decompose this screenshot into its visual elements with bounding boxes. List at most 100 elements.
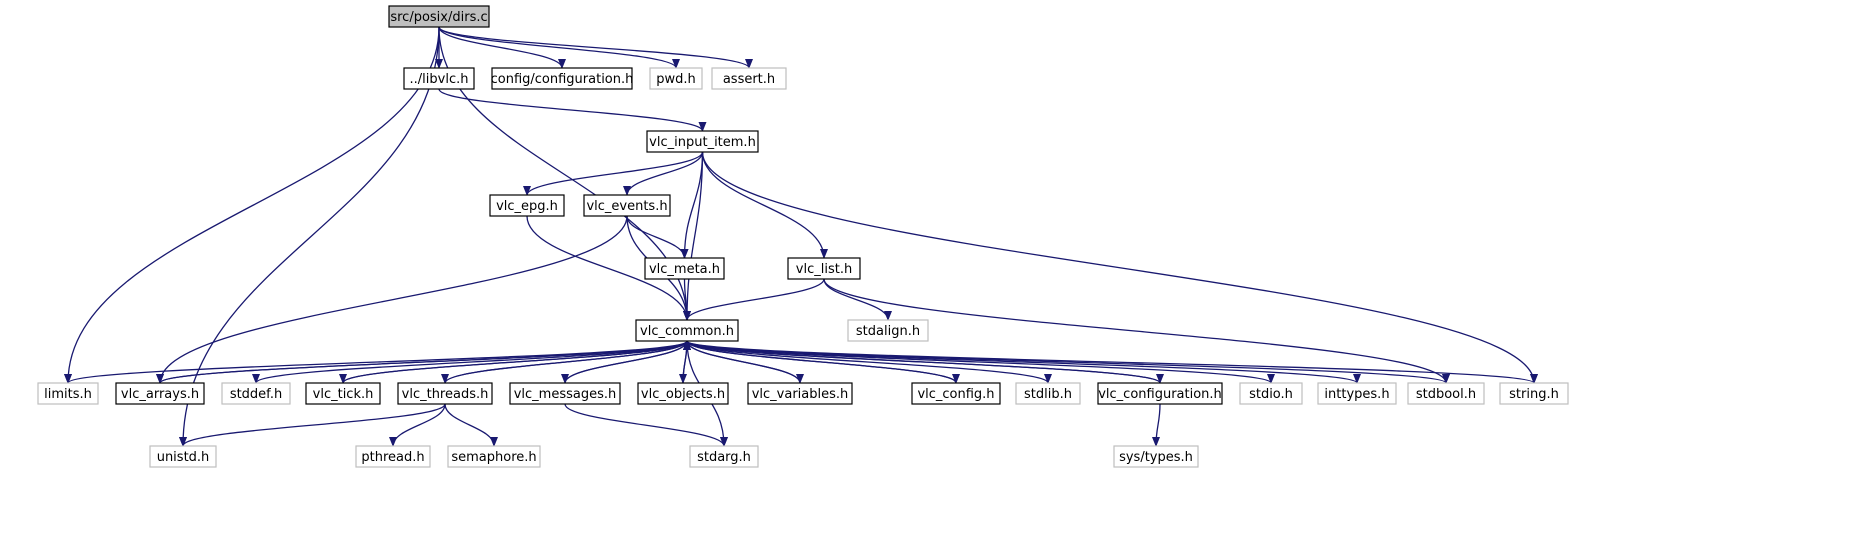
node-box xyxy=(1407,382,1485,405)
edge-vlc_threads_h-to-unistd_h xyxy=(179,403,446,447)
node-label: vlc_config.h xyxy=(917,387,994,402)
node-label: vlc_threads.h xyxy=(402,387,489,402)
edge-vlc_input_item_h-to-vlc_list_h xyxy=(701,151,828,259)
node-box xyxy=(1097,382,1223,405)
edge-vlc_list_h-to-vlc_common_h xyxy=(683,278,825,321)
node-vlc-events-h[interactable]: vlc_events.h xyxy=(583,194,671,217)
node-label: config/configuration.h xyxy=(491,72,634,87)
edge-vlc_configuration_h-to-sys_types_h xyxy=(1152,403,1161,447)
node-stdarg-h: stdarg.h xyxy=(689,445,759,468)
node-vlc-variables-h[interactable]: vlc_variables.h xyxy=(747,382,853,405)
node-label: sys/types.h xyxy=(1119,450,1193,465)
node-stdbool-h: stdbool.h xyxy=(1407,382,1485,405)
edge-vlc_input_item_h-to-vlc_common_h xyxy=(683,151,704,321)
node-semaphore-h: semaphore.h xyxy=(447,445,541,468)
node-box xyxy=(911,382,1001,405)
node-libvlc-h[interactable]: ../libvlc.h xyxy=(403,67,475,90)
node-label: limits.h xyxy=(44,387,92,402)
node-label: unistd.h xyxy=(157,450,210,465)
node-label: vlc_objects.h xyxy=(641,387,725,402)
node-string-h: string.h xyxy=(1499,382,1569,405)
node-label: stdbool.h xyxy=(1416,387,1476,402)
edge-vlc_epg_h-to-vlc_common_h xyxy=(526,215,691,321)
node-pwd-h: pwd.h xyxy=(649,67,703,90)
node-stddef-h: stddef.h xyxy=(221,382,291,405)
node-label: pwd.h xyxy=(656,72,696,87)
edge-vlc_common_h-to-string_h xyxy=(686,340,1538,384)
edge-vlc_threads_h-to-vlc_common_h xyxy=(444,340,691,384)
node-label: semaphore.h xyxy=(451,450,536,465)
edge-vlc_events_h-to-vlc_arrays_h xyxy=(156,215,628,384)
node-label: vlc_tick.h xyxy=(313,387,374,402)
edge-vlc_common_h-to-limits_h xyxy=(64,340,688,384)
edge-vlc_input_item_h-to-string_h xyxy=(701,151,1538,384)
node-dirs-c[interactable]: src/posix/dirs.c xyxy=(388,5,490,28)
node-label: stdarg.h xyxy=(697,450,751,465)
node-vlc-common-h[interactable]: vlc_common.h xyxy=(635,319,739,342)
edge-dirs_c-to-unistd_h xyxy=(179,26,440,447)
node-box xyxy=(1015,382,1081,405)
node-vlc-messages-h[interactable]: vlc_messages.h xyxy=(509,382,621,405)
node-vlc-objects-h[interactable]: vlc_objects.h xyxy=(637,382,729,405)
edge-vlc_common_h-to-stddef_h xyxy=(252,340,688,384)
edge-vlc_tick_h-to-vlc_common_h xyxy=(342,340,691,384)
node-box xyxy=(847,319,929,342)
edge-vlc_input_item_h-to-vlc_events_h xyxy=(623,151,704,196)
node-box xyxy=(1113,445,1199,468)
edge-vlc_threads_h-to-semaphore_h xyxy=(444,403,498,447)
node-box xyxy=(649,67,703,90)
node-label: vlc_events.h xyxy=(586,199,667,214)
node-box xyxy=(635,319,739,342)
node-vlc-list-h[interactable]: vlc_list.h xyxy=(787,257,861,280)
edge-vlc_objects_h-to-vlc_common_h xyxy=(682,340,691,384)
edge-dirs_c-to-assert_h xyxy=(438,26,753,69)
node-limits-h: limits.h xyxy=(37,382,99,405)
node-label: ../libvlc.h xyxy=(410,72,469,87)
edge-dirs_c-to-pwd_h xyxy=(438,26,680,69)
node-vlc-input-item-h[interactable]: vlc_input_item.h xyxy=(646,130,759,153)
node-box xyxy=(491,67,633,90)
edge-vlc_input_item_h-to-vlc_epg_h xyxy=(523,151,704,196)
node-vlc-meta-h[interactable]: vlc_meta.h xyxy=(644,257,725,280)
node-label: string.h xyxy=(1509,387,1559,402)
node-pthread-h: pthread.h xyxy=(355,445,431,468)
edge-vlc_common_h-to-stdio_h xyxy=(686,340,1275,384)
node-box xyxy=(747,382,853,405)
node-label: src/posix/dirs.c xyxy=(390,10,487,25)
node-label: vlc_messages.h xyxy=(514,387,617,402)
node-vlc-threads-h[interactable]: vlc_threads.h xyxy=(397,382,493,405)
node-box xyxy=(37,382,99,405)
node-vlc-tick-h[interactable]: vlc_tick.h xyxy=(305,382,381,405)
edge-dirs_c-to-configuration_h xyxy=(438,26,566,69)
node-stdalign-h: stdalign.h xyxy=(847,319,929,342)
edge-libvlc_h-to-vlc_input_item_h xyxy=(438,88,707,132)
node-vlc-arrays-h[interactable]: vlc_arrays.h xyxy=(115,382,205,405)
node-box xyxy=(637,382,729,405)
node-box xyxy=(644,257,725,280)
node-box xyxy=(1239,382,1303,405)
node-label: vlc_input_item.h xyxy=(649,135,756,150)
node-label: vlc_meta.h xyxy=(649,262,720,277)
node-box xyxy=(388,5,490,28)
node-inttypes-h: inttypes.h xyxy=(1317,382,1397,405)
edge-vlc_events_h-to-vlc_meta_h xyxy=(626,215,689,259)
node-label: inttypes.h xyxy=(1324,387,1389,402)
node-box xyxy=(711,67,787,90)
node-stdio-h: stdio.h xyxy=(1239,382,1303,405)
node-layer: src/posix/dirs.c ../libvlc.h config/config… xyxy=(37,5,1569,468)
node-vlc-epg-h[interactable]: vlc_epg.h xyxy=(489,194,565,217)
edge-vlc_common_h-to-inttypes_h xyxy=(686,340,1361,384)
node-label: vlc_configuration.h xyxy=(1098,387,1222,402)
node-label: stdio.h xyxy=(1249,387,1293,402)
node-label: stdalign.h xyxy=(856,324,920,339)
node-label: vlc_list.h xyxy=(796,262,852,277)
edge-vlc_list_h-to-stdbool_h xyxy=(823,278,1450,384)
node-vlc-config-h[interactable]: vlc_config.h xyxy=(911,382,1001,405)
node-vlc-configuration-h[interactable]: vlc_configuration.h xyxy=(1097,382,1223,405)
node-label: assert.h xyxy=(723,72,775,87)
node-assert-h: assert.h xyxy=(711,67,787,90)
edge-vlc_threads_h-to-pthread_h xyxy=(389,403,446,447)
edge-vlc_list_h-to-stdalign_h xyxy=(823,278,892,321)
node-configuration-h[interactable]: config/configuration.h xyxy=(491,67,634,90)
node-unistd-h: unistd.h xyxy=(149,445,217,468)
